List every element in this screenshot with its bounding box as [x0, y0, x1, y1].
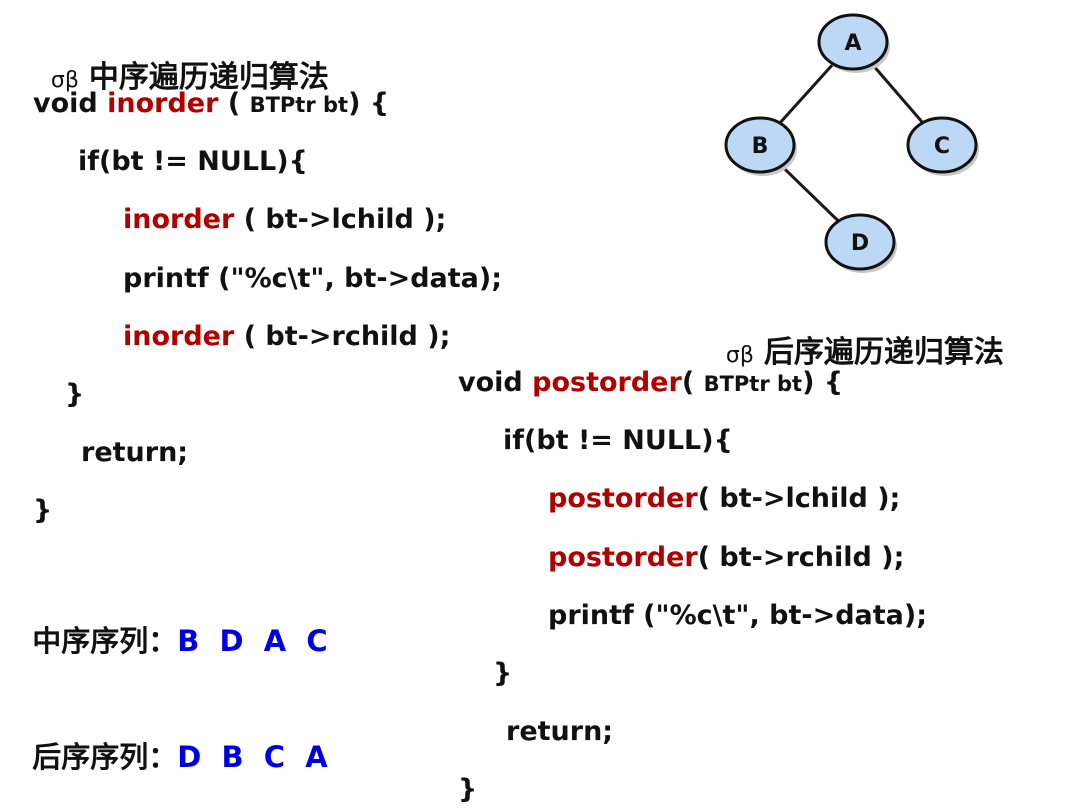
code-token: } — [65, 379, 85, 410]
inorder-heading: σβ 中序遍历递归算法 — [30, 24, 329, 99]
code-token: ) { — [802, 367, 844, 398]
code-token: ( bt->lchild ); — [234, 204, 447, 236]
tree-node-label: D — [851, 231, 869, 256]
code-line: printf ("%c\t", bt->data); — [123, 262, 502, 296]
code-line: if(bt != NULL){ — [78, 145, 308, 179]
code-line: postorder( bt->rchild ); — [548, 541, 904, 575]
code-token: return; — [506, 716, 614, 748]
tree-node-label: C — [934, 134, 950, 159]
postorder-sequence: 后序序列：D B C A — [12, 703, 328, 775]
code-line: if(bt != NULL){ — [503, 424, 733, 458]
code-token: return; — [81, 437, 189, 469]
bullet-icon: σβ — [50, 68, 79, 93]
function-name: inorder — [107, 88, 219, 119]
code-line: return; — [506, 715, 613, 749]
code-token: if(bt != NULL){ — [78, 146, 308, 178]
tree-node-B — [724, 116, 796, 174]
code-line: } — [458, 773, 477, 807]
inorder-sequence-label: 中序序列： — [32, 624, 178, 658]
code-token: ( — [681, 367, 704, 398]
code-line: } — [65, 378, 84, 412]
code-token: ( bt->rchild ); — [234, 320, 451, 352]
code-token: ( bt->rchild ); — [697, 541, 905, 573]
code-token: void — [458, 367, 533, 398]
code-token: ( bt->lchild ); — [697, 483, 901, 515]
code-line: return; — [81, 436, 188, 470]
code-line: printf ("%c\t", bt->data); — [548, 599, 927, 633]
code-token: } — [493, 658, 513, 689]
tree-node-label: A — [844, 31, 861, 56]
code-token: } — [33, 495, 53, 527]
code-token: if(bt != NULL){ — [503, 425, 733, 457]
function-name: postorder — [548, 483, 698, 515]
postorder-heading: σβ 后序遍历递归算法 — [705, 299, 1004, 374]
code-token: ) { — [348, 88, 390, 119]
tree-node-label: B — [752, 134, 769, 159]
code-token: BTPtr bt — [703, 372, 803, 396]
postorder-sequence-label: 后序序列： — [32, 740, 178, 774]
function-name: inorder — [123, 320, 235, 352]
postorder-sequence-values: D B C A — [177, 740, 328, 774]
code-line: inorder ( bt->rchild ); — [123, 320, 450, 354]
tree-node-A — [817, 13, 889, 71]
tree-node-C — [906, 116, 978, 174]
code-line: void inorder ( BTPtr bt) { — [33, 87, 389, 122]
code-token: } — [458, 774, 478, 806]
binary-tree-diagram: A B C D — [724, 13, 979, 273]
code-line: } — [33, 494, 52, 528]
code-token: void — [33, 88, 108, 119]
function-name: postorder — [548, 541, 698, 573]
code-line: } — [493, 657, 512, 691]
code-line: void postorder( BTPtr bt) { — [458, 366, 843, 401]
inorder-sequence: 中序序列：B D A C — [12, 587, 328, 659]
code-token: ( — [218, 88, 250, 119]
function-name: inorder — [123, 204, 235, 236]
postorder-heading-text: 后序遍历递归算法 — [763, 335, 1004, 370]
inorder-heading-text: 中序遍历递归算法 — [88, 60, 329, 95]
code-token: printf ("%c\t", bt->data); — [123, 262, 503, 294]
bullet-icon: σβ — [725, 343, 754, 368]
code-token: BTPtr bt — [249, 93, 349, 117]
code-token: printf ("%c\t", bt->data); — [548, 599, 928, 631]
code-line: postorder( bt->lchild ); — [548, 482, 900, 516]
inorder-sequence-values: B D A C — [177, 624, 328, 658]
function-name: postorder — [532, 367, 682, 398]
tree-node-D — [824, 213, 896, 271]
code-line: inorder ( bt->lchild ); — [123, 203, 446, 237]
